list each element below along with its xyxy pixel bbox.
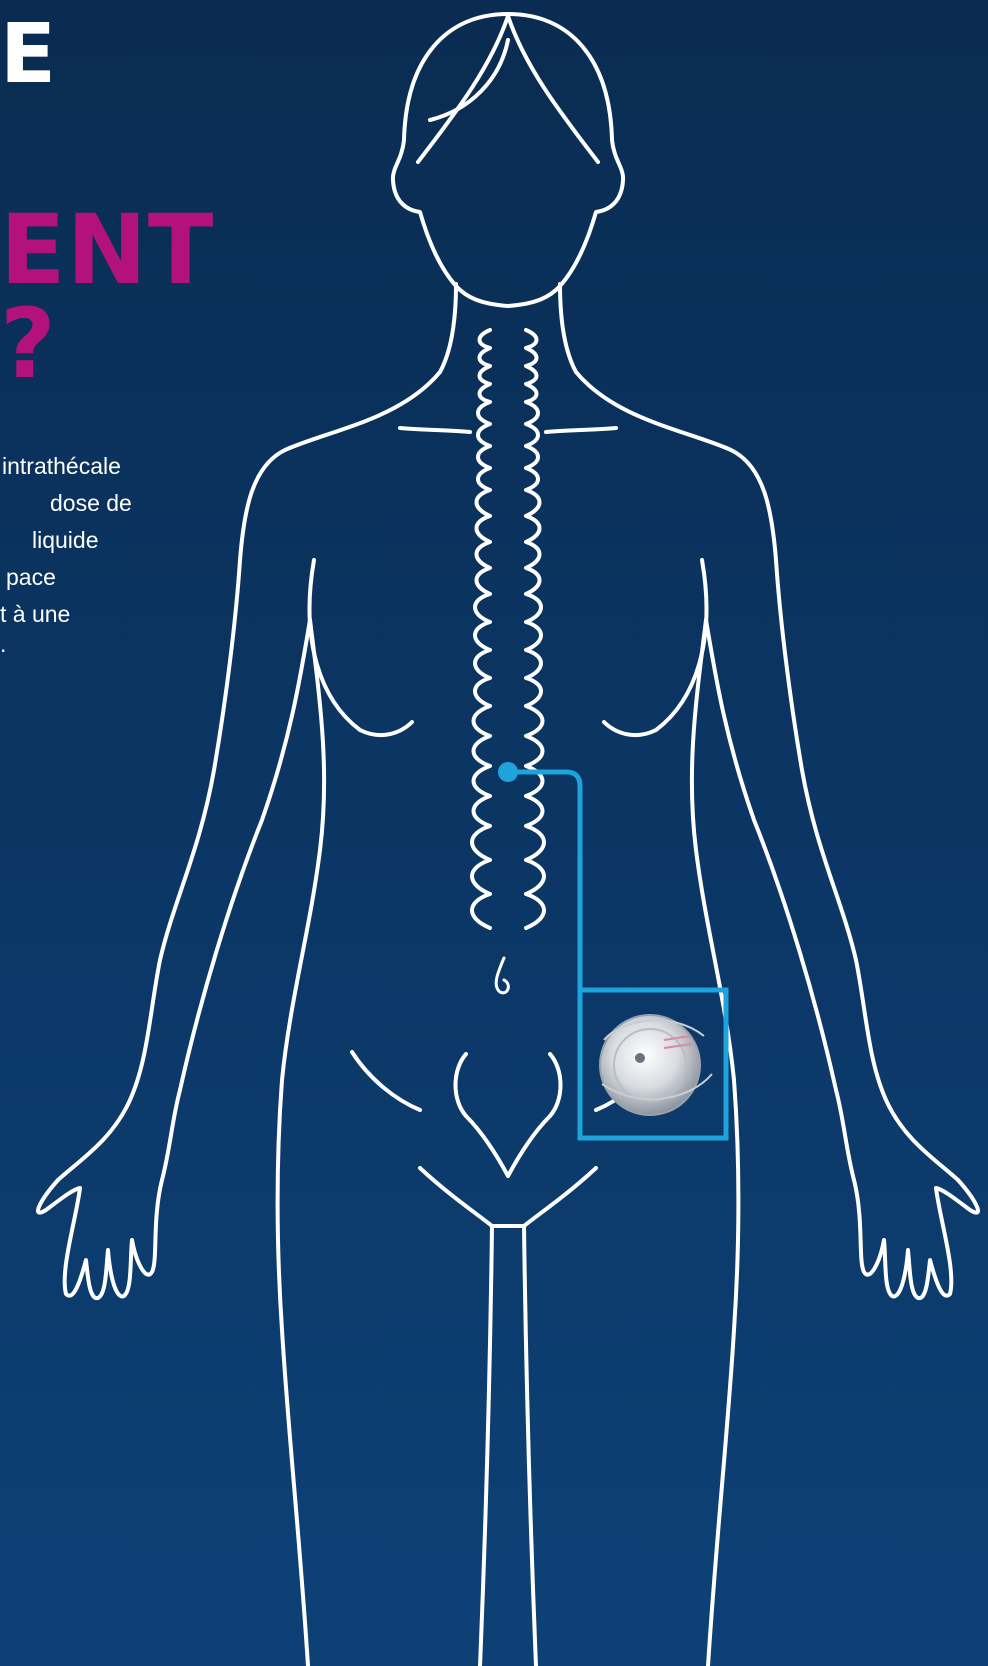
implanted-pump-icon [600, 1015, 712, 1115]
human-body-outline-icon [38, 14, 978, 1666]
catheter-line [498, 762, 580, 990]
spine-icon [456, 330, 561, 1176]
catheter-tip-icon [498, 762, 518, 782]
